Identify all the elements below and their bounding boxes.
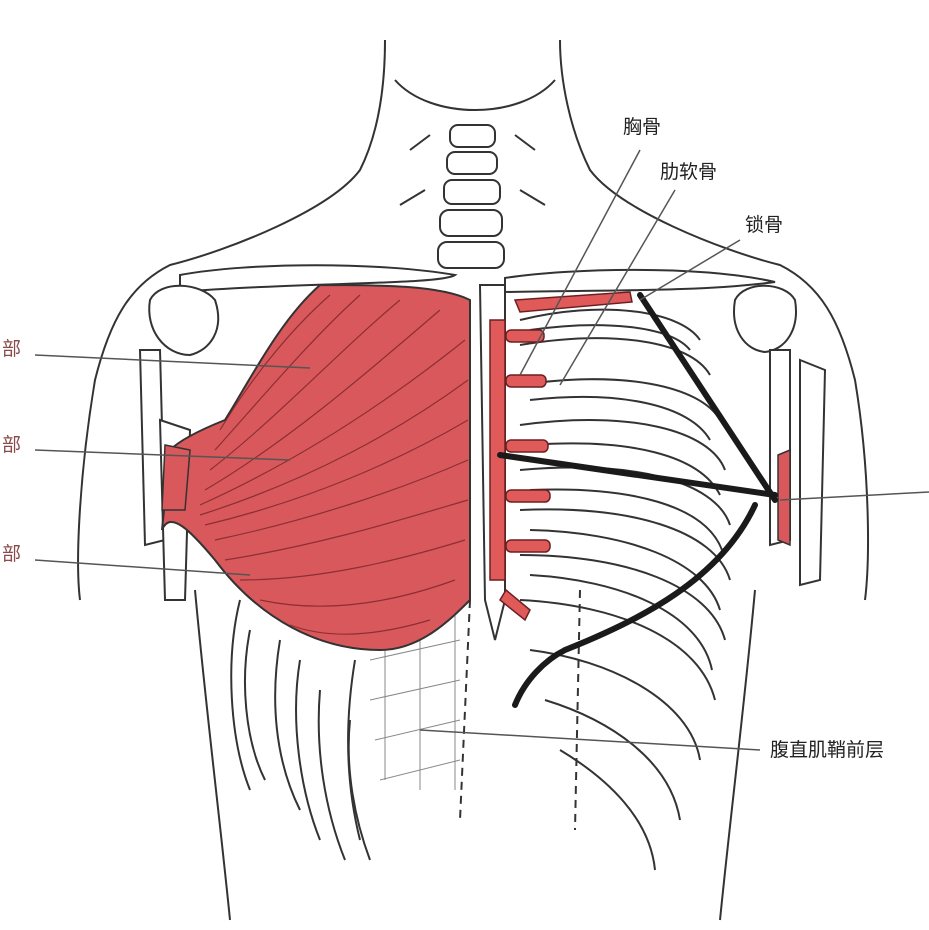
label-rectus-sheath-anterior: 腹直肌鞘前层 xyxy=(770,741,884,760)
midline-dashed xyxy=(460,590,580,830)
cervical-spine xyxy=(400,125,545,268)
label-clavicle: 锁骨 xyxy=(745,216,783,235)
clavicles xyxy=(180,265,775,292)
label-left-upper: 部 xyxy=(2,340,21,359)
label-sternum: 胸骨 xyxy=(623,118,661,137)
insertion-right xyxy=(778,450,790,545)
right-ribs xyxy=(520,310,730,870)
label-costal-cartilage: 肋软骨 xyxy=(660,163,717,182)
label-left-lower: 部 xyxy=(2,545,21,564)
label-left-middle: 部 xyxy=(2,436,21,455)
